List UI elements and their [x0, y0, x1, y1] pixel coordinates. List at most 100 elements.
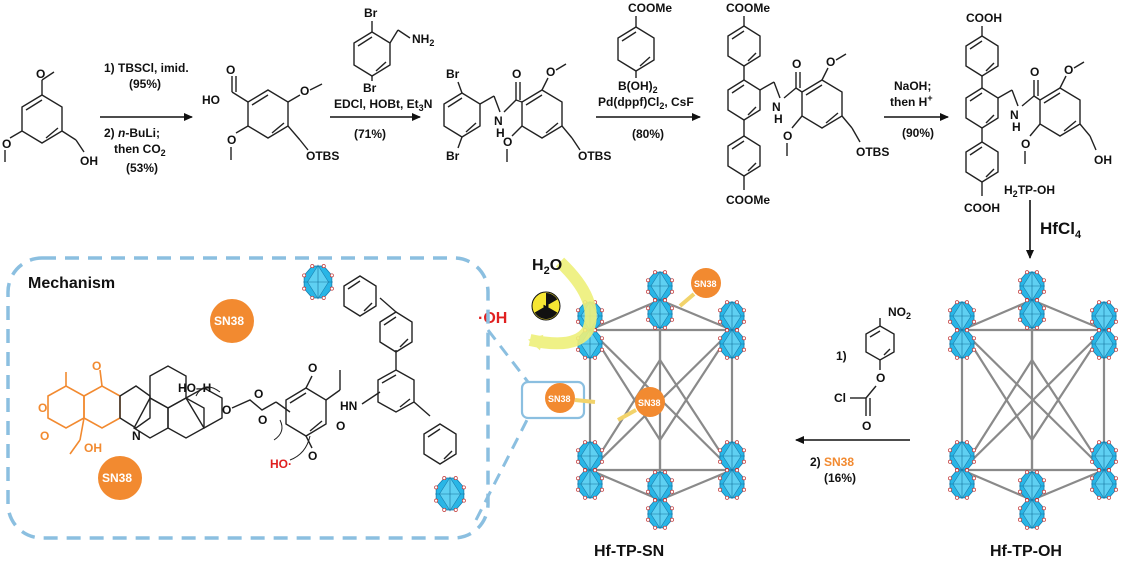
svg-text:O: O: [92, 359, 101, 373]
sn38-structure: O O O OH: [38, 359, 121, 455]
hoh-label: HO–H: [178, 381, 211, 395]
svg-text:N: N: [772, 100, 781, 114]
svg-text:HN: HN: [340, 399, 357, 413]
svg-text:Br: Br: [446, 67, 460, 81]
hf-cluster: [646, 298, 674, 330]
hf-cluster: [1090, 440, 1118, 472]
mechanism-title: Mechanism: [28, 275, 115, 292]
mof-linker: [961, 468, 1033, 502]
hf-cluster: [434, 476, 466, 512]
svg-text:O: O: [40, 429, 49, 443]
svg-text:O: O: [512, 67, 521, 81]
step4-reagent2: then H+: [890, 93, 933, 109]
mof-linker: [1031, 468, 1105, 502]
starting-material: O O OH: [2, 67, 98, 168]
svg-text:O: O: [826, 55, 835, 69]
svg-text:O: O: [503, 135, 512, 149]
mechanism-panel: Mechanism SN38 SN38 O O O OH: [6, 256, 586, 540]
svg-text:N: N: [132, 429, 141, 443]
mof-right-label: Hf-TP-OH: [990, 543, 1062, 560]
hf-cluster: [948, 440, 976, 472]
hf-cluster: [1018, 270, 1046, 302]
amide-intermediate: Br Br N H O O O OTBS: [443, 63, 611, 163]
ho-radical-label: HO·: [270, 457, 292, 471]
svg-text:O: O: [300, 84, 309, 98]
svg-text:O: O: [783, 129, 792, 143]
mof-hf-tp-oh: [948, 270, 1118, 530]
step2-yield: (71%): [354, 127, 386, 141]
sn38-badge-mof-2: SN38: [545, 383, 596, 413]
step1-arrow: 1) TBSCl, imid. (95%) 2) n-BuLi; then CO…: [100, 61, 193, 175]
step4-arrow: NaOH; then H+ (90%): [884, 79, 949, 140]
svg-text:OH: OH: [1094, 153, 1112, 167]
svg-text:N: N: [494, 114, 503, 128]
hf-cluster: [718, 440, 746, 472]
mof-linker: [1031, 298, 1105, 332]
svg-text:O: O: [862, 419, 871, 433]
step4-reagent1: NaOH;: [894, 79, 931, 93]
hf-cluster: [718, 328, 746, 360]
step3-yield: (80%): [632, 127, 664, 141]
step2-reagent: EDCl, HOBt, Et3N: [334, 97, 432, 113]
step1-reagent3: then CO2: [114, 142, 166, 158]
hf-cluster: [948, 328, 976, 360]
dibromobenzylamine: Br Br NH2: [353, 6, 434, 95]
radiolysis: H2O ·OH: [478, 257, 597, 351]
svg-text:H: H: [496, 126, 505, 140]
svg-text:O: O: [308, 361, 317, 375]
conjugation-yield: (16%): [824, 471, 856, 485]
otbs-label-2: OTBS: [578, 149, 611, 163]
water-label: H2O: [532, 257, 562, 277]
svg-text:SN38: SN38: [214, 314, 244, 328]
mof-linker: [589, 468, 661, 502]
hf-cluster: [302, 264, 334, 300]
svg-text:OH: OH: [84, 441, 102, 455]
core-structure: N HO–H O O O HO· O O O HN: [119, 275, 457, 471]
svg-text:O: O: [227, 133, 236, 147]
hf-cluster: [1018, 298, 1046, 330]
svg-text:O: O: [222, 403, 231, 417]
ligand-label: H2TP-OH: [1004, 183, 1055, 199]
hf-cluster: [718, 468, 746, 500]
mof-linker: [659, 298, 733, 332]
svg-text:Br: Br: [363, 81, 377, 95]
hf-cluster: [646, 270, 674, 302]
svg-text:O: O: [226, 63, 235, 77]
radical-label: ·OH: [478, 310, 507, 327]
svg-text:O: O: [1030, 65, 1039, 79]
acid-intermediate: O HO O O OTBS: [202, 63, 339, 163]
svg-text:O: O: [1064, 63, 1073, 77]
ho-label: HO: [202, 93, 220, 107]
sn38-badge-mof-1: SN38: [678, 268, 721, 308]
step1-yield1: (95%): [129, 77, 161, 91]
svg-text:SN38: SN38: [548, 394, 571, 404]
svg-text:H: H: [1012, 120, 1021, 134]
hf-cluster: [576, 440, 604, 472]
svg-text:NH2: NH2: [412, 32, 434, 48]
svg-text:SN38: SN38: [638, 398, 661, 408]
svg-text:SN38: SN38: [694, 279, 717, 289]
svg-text:O: O: [258, 413, 267, 427]
hf-cluster: [1090, 300, 1118, 332]
otbs-label-1: OTBS: [306, 149, 339, 163]
svg-text:O: O: [1021, 137, 1030, 151]
otbs-label-3: OTBS: [856, 145, 889, 159]
hf-cluster: [1090, 328, 1118, 360]
svg-text:Br: Br: [364, 6, 378, 20]
hf-cluster-top: [302, 264, 334, 300]
step1-reagent1: 1) TBSCl, imid.: [104, 61, 189, 75]
ligand-h2tp-oh: COOH COOH N H O O O OH H2TP-: [964, 11, 1112, 215]
mof-mid-label: Hf-TP-SN: [594, 543, 664, 560]
svg-text:O: O: [546, 65, 555, 79]
svg-text:O: O: [2, 137, 11, 151]
svg-text:COOH: COOH: [964, 201, 1000, 215]
mof-linker: [589, 298, 661, 332]
svg-text:O: O: [876, 371, 885, 385]
svg-text:NO2: NO2: [888, 305, 911, 321]
sn38-badge-top: SN38: [210, 299, 254, 343]
svg-text:O: O: [308, 449, 317, 463]
step3-arrow: Pd(dppf)Cl2, CsF (80%): [596, 95, 701, 141]
boronic-acid-reagent: COOMe B(OH)2: [617, 1, 672, 95]
svg-text:COOMe: COOMe: [726, 193, 770, 207]
